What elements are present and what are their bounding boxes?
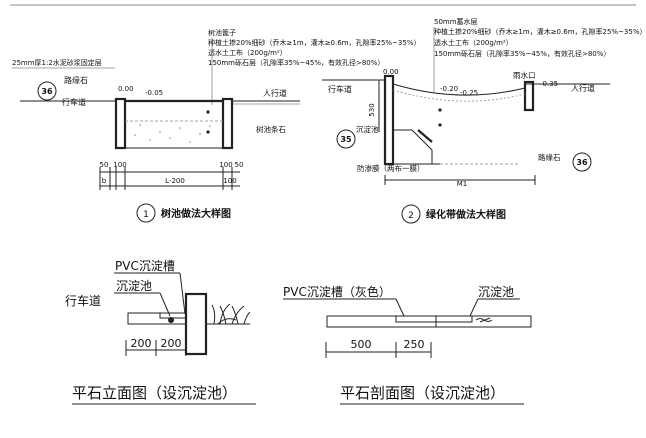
greenbelt-detail: 50mm蓄水层 种植土掺20%细砂（乔木≥1m，灌木≥0.6m，孔隙率25%~3… bbox=[322, 17, 646, 224]
dim-530: 530 bbox=[368, 103, 376, 116]
bubble-left: 35 bbox=[340, 135, 352, 144]
note-left: 25mm厚1:2水泥砂浆固定层 bbox=[12, 58, 102, 67]
seepage-label: 防渗膜（两布一膜） bbox=[357, 163, 425, 173]
dim-200b: 200 bbox=[161, 337, 182, 350]
pvc-label: PVC沉淀槽（灰色） bbox=[283, 285, 391, 299]
road-label: 行车道 bbox=[328, 84, 352, 94]
callout-1: 树池篦子 bbox=[208, 28, 236, 37]
callout-3: 透水土工布（200g/m²） bbox=[208, 48, 287, 57]
flat-stone-elevation: PVC沉淀槽 沉淀池 行车道 200 200 平石立面图（设沉淀池） bbox=[65, 259, 256, 405]
index-number: 2 bbox=[408, 211, 414, 221]
callout-4: 150mm砾石层（孔隙率35%~45%，有效孔径>80%） bbox=[434, 49, 610, 58]
dim-250: 250 bbox=[404, 338, 425, 351]
road-label: 行车道 bbox=[65, 293, 101, 308]
pvc-trough bbox=[395, 315, 473, 323]
grass bbox=[211, 303, 251, 325]
elev-c: -0.25 bbox=[460, 89, 478, 97]
callout-3: 透水土工布（200g/m²） bbox=[434, 38, 513, 47]
detail-bubble bbox=[37, 81, 57, 101]
left-curb bbox=[383, 74, 395, 166]
dim-l200: L-200 bbox=[165, 177, 185, 185]
callout-4: 150mm砾石层（孔隙率35%~45%，有效孔径>80%） bbox=[208, 58, 384, 67]
basin-label: 沉淀池 bbox=[356, 124, 379, 134]
curb-label: 路缘石 bbox=[538, 152, 561, 162]
callout-1: 50mm蓄水层 bbox=[434, 17, 478, 26]
index-number: 1 bbox=[143, 210, 149, 220]
bubble-right: 36 bbox=[576, 158, 588, 167]
walkway-label: 人行道 bbox=[571, 83, 595, 93]
flat-stone-section: PVC沉淀槽（灰色） 沉淀池 500 250 平石剖面图（设沉淀池） bbox=[283, 285, 532, 405]
dim-m1: M1 bbox=[457, 180, 468, 188]
rain-label: 雨水口 bbox=[513, 70, 536, 80]
elev-b: -0.20 bbox=[440, 85, 458, 93]
dim-500: 500 bbox=[351, 338, 372, 351]
pipe-section bbox=[168, 317, 174, 323]
dim-100a: 100 bbox=[113, 161, 126, 169]
walkway-label: 人行道 bbox=[263, 88, 287, 98]
basin-outline bbox=[393, 129, 433, 164]
bubble-number: 36 bbox=[41, 87, 53, 96]
gravel-fill bbox=[134, 124, 211, 143]
elev-a: 0.00 bbox=[118, 85, 134, 93]
dim-200a: 200 bbox=[131, 337, 152, 350]
index-bubble bbox=[136, 203, 156, 223]
right-curb bbox=[523, 80, 535, 112]
basin-label: 沉淀池 bbox=[478, 285, 514, 299]
vegetated-surface bbox=[392, 83, 526, 96]
left-curb bbox=[114, 97, 127, 150]
caption: 绿化带做法大样图 bbox=[426, 208, 506, 221]
index-bubble bbox=[401, 204, 421, 224]
sediment-marks bbox=[475, 317, 493, 323]
dim-50b: 50 bbox=[235, 161, 244, 169]
elev-b: -0.05 bbox=[145, 89, 163, 97]
right-curb bbox=[221, 97, 234, 150]
callout-2: 种植土掺20%细砂（乔木≥1m，灌木≥0.6m，孔隙率25%~35%） bbox=[208, 38, 421, 47]
pvc-label: PVC沉淀槽 bbox=[115, 259, 175, 273]
basin-label: 沉淀池 bbox=[116, 279, 152, 293]
elev-a: 0.00 bbox=[383, 68, 399, 76]
dim-100b: 100 bbox=[219, 161, 232, 169]
tree-pit-detail: 25mm厚1:2水泥砂浆固定层 树池篦子 种植土掺20%细砂（乔木≥1m，灌木≥… bbox=[12, 28, 421, 223]
dim-50: 50 bbox=[100, 161, 109, 169]
caption: 平石立面图（设沉淀池） bbox=[72, 384, 237, 402]
curb-stone bbox=[184, 292, 208, 356]
curb-label: 路缘石 bbox=[64, 75, 88, 85]
tree-curb-label: 树池条石 bbox=[256, 124, 286, 134]
dim-b: b bbox=[102, 177, 107, 185]
callout-2: 种植土掺20%细砂（乔木≥1m，灌木≥0.6m，孔隙率25%~35%） bbox=[434, 27, 646, 36]
caption: 树池做法大样图 bbox=[161, 207, 231, 220]
road-label: 行车道 bbox=[62, 97, 86, 107]
caption: 平石剖面图（设沉淀池） bbox=[340, 384, 505, 402]
dim-100c: 100 bbox=[223, 177, 236, 185]
